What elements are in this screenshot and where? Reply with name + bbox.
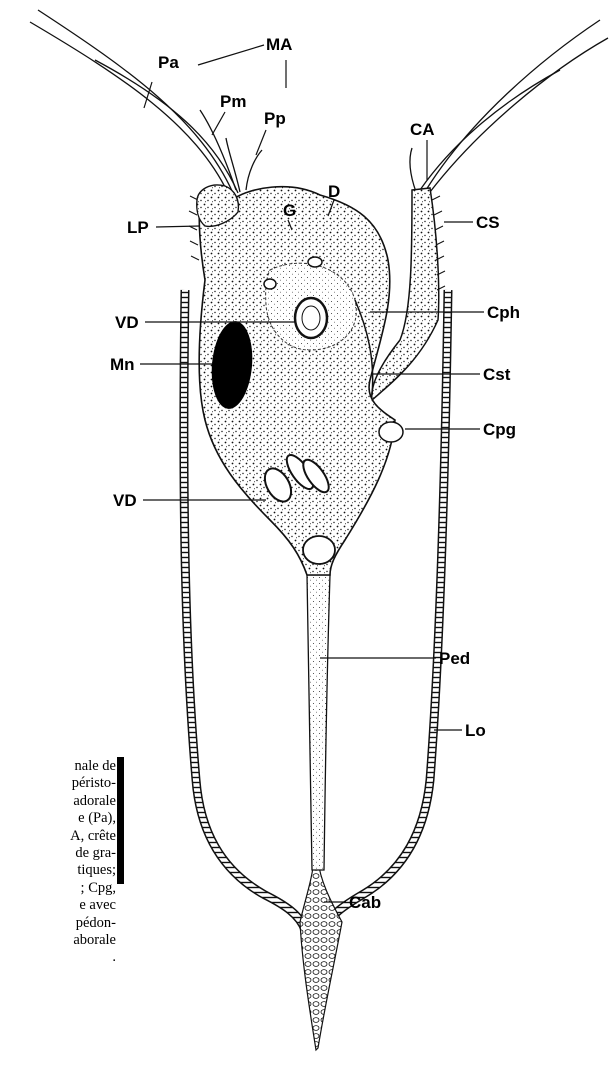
contractile-vacuole — [303, 536, 335, 564]
figure-caption: nale de péristo- adorale e (Pa), A, crêt… — [0, 758, 116, 967]
label-d: D — [328, 182, 340, 201]
caption-line: aborale — [0, 932, 116, 949]
caption-line: adorale — [0, 793, 116, 810]
label-lo: Lo — [465, 721, 486, 740]
label-vd-lower: VD — [113, 491, 137, 510]
contractile-vacuole — [379, 422, 403, 442]
label-ca: CA — [410, 120, 435, 139]
peduncle — [307, 575, 330, 870]
label-lp: LP — [127, 218, 149, 237]
label-pp: Pp — [264, 109, 286, 128]
label-ped: Ped — [439, 649, 470, 668]
granule — [308, 257, 322, 267]
caption-line: tiques; — [0, 862, 116, 879]
label-cst: Cst — [483, 365, 511, 384]
cilia — [30, 10, 608, 193]
caption-line: de gra- — [0, 845, 116, 862]
aboral-cap — [300, 860, 342, 1050]
caption-line: e avec — [0, 897, 116, 914]
caption-line: péristo- — [0, 775, 116, 792]
caption-line: nale de — [0, 758, 116, 775]
caption-line: . — [0, 949, 116, 966]
scale-bar — [117, 757, 124, 884]
caption-line: pédon- — [0, 915, 116, 932]
label-cph: Cph — [487, 303, 520, 322]
label-cpg: Cpg — [483, 420, 516, 439]
label-mn: Mn — [110, 355, 135, 374]
label-pm: Pm — [220, 92, 246, 111]
label-ma: MA — [266, 35, 292, 54]
label-vd-upper: VD — [115, 313, 139, 332]
digestive-vacuole — [302, 306, 320, 330]
caption-line: e (Pa), — [0, 810, 116, 827]
label-cs: CS — [476, 213, 500, 232]
label-pa: Pa — [158, 53, 179, 72]
label-cab: Cab — [349, 893, 381, 912]
caption-line: ; Cpg, — [0, 880, 116, 897]
label-g: G — [283, 201, 296, 220]
granule — [264, 279, 276, 289]
caption-line: A, crête — [0, 828, 116, 845]
